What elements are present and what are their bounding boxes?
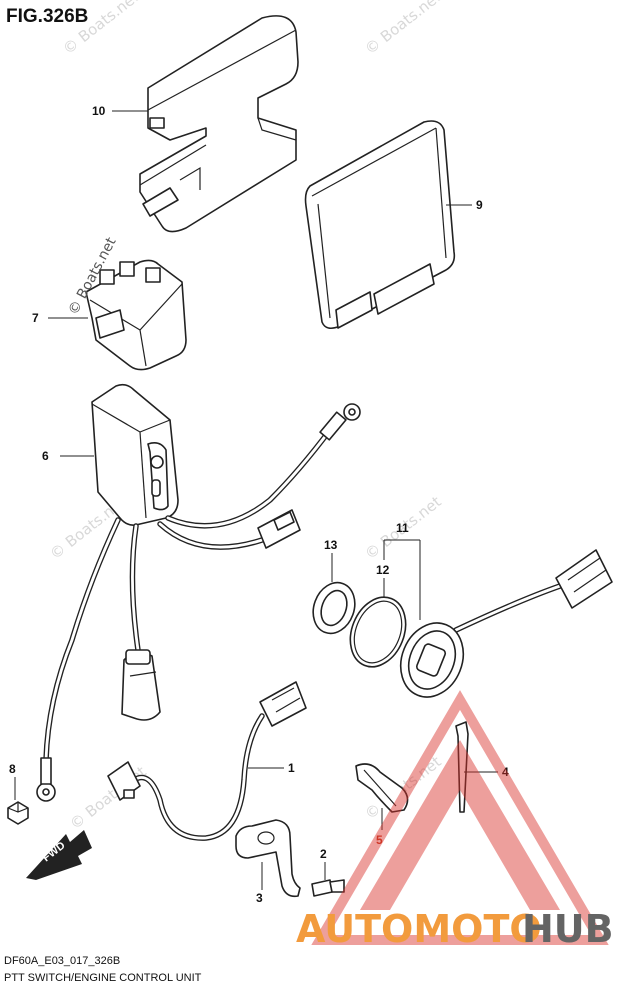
logo-part1: AUTOMOTO: [296, 907, 542, 951]
callout-13: 13: [324, 538, 338, 552]
logo-part2: HUB: [522, 907, 614, 951]
callout-3: 3: [256, 891, 263, 905]
callout-8: 8: [9, 762, 16, 776]
automotohub-logo: AUTOMOTO HUB: [296, 690, 614, 951]
callout-9: 9: [476, 198, 483, 212]
part-2-screw[interactable]: [311, 879, 345, 897]
part-1-harness[interactable]: [107, 681, 307, 841]
part-3-bracket[interactable]: [235, 819, 301, 898]
fwd-arrow-icon: FWD: [26, 830, 92, 880]
part-8-screw[interactable]: [7, 801, 29, 825]
part-5-clamp[interactable]: [355, 763, 409, 813]
part-11-ptt-switch-harness[interactable]: [390, 549, 613, 706]
callout-12: 12: [376, 563, 390, 577]
callout-5: 5: [376, 833, 383, 847]
callout-2: 2: [320, 847, 327, 861]
callout-1: 1: [288, 761, 295, 775]
watermark-text: © Boats.net: [66, 763, 149, 834]
figure-code: DF60A_E03_017_326B: [4, 955, 120, 967]
callout-11: 11: [396, 521, 409, 535]
part-13-nut[interactable]: [306, 577, 361, 640]
callout-7: 7: [32, 311, 39, 325]
figure-title: FIG.326B: [6, 6, 88, 27]
part-10-bracket[interactable]: [139, 15, 299, 233]
part-9-engine-control-unit[interactable]: [304, 120, 456, 330]
callout-6: 6: [42, 449, 49, 463]
callout-4: 4: [502, 765, 509, 779]
part-12-o-ring[interactable]: [340, 589, 415, 675]
part-4-cable-tie[interactable]: [455, 721, 469, 813]
callout-10: 10: [92, 104, 106, 118]
part-7-relay[interactable]: [85, 259, 187, 371]
watermark-text: © Boats.net: [361, 0, 444, 58]
part-6-ptt-switch[interactable]: [36, 383, 361, 802]
figure-caption: PTT SWITCH/ENGINE CONTROL UNIT: [4, 972, 202, 984]
